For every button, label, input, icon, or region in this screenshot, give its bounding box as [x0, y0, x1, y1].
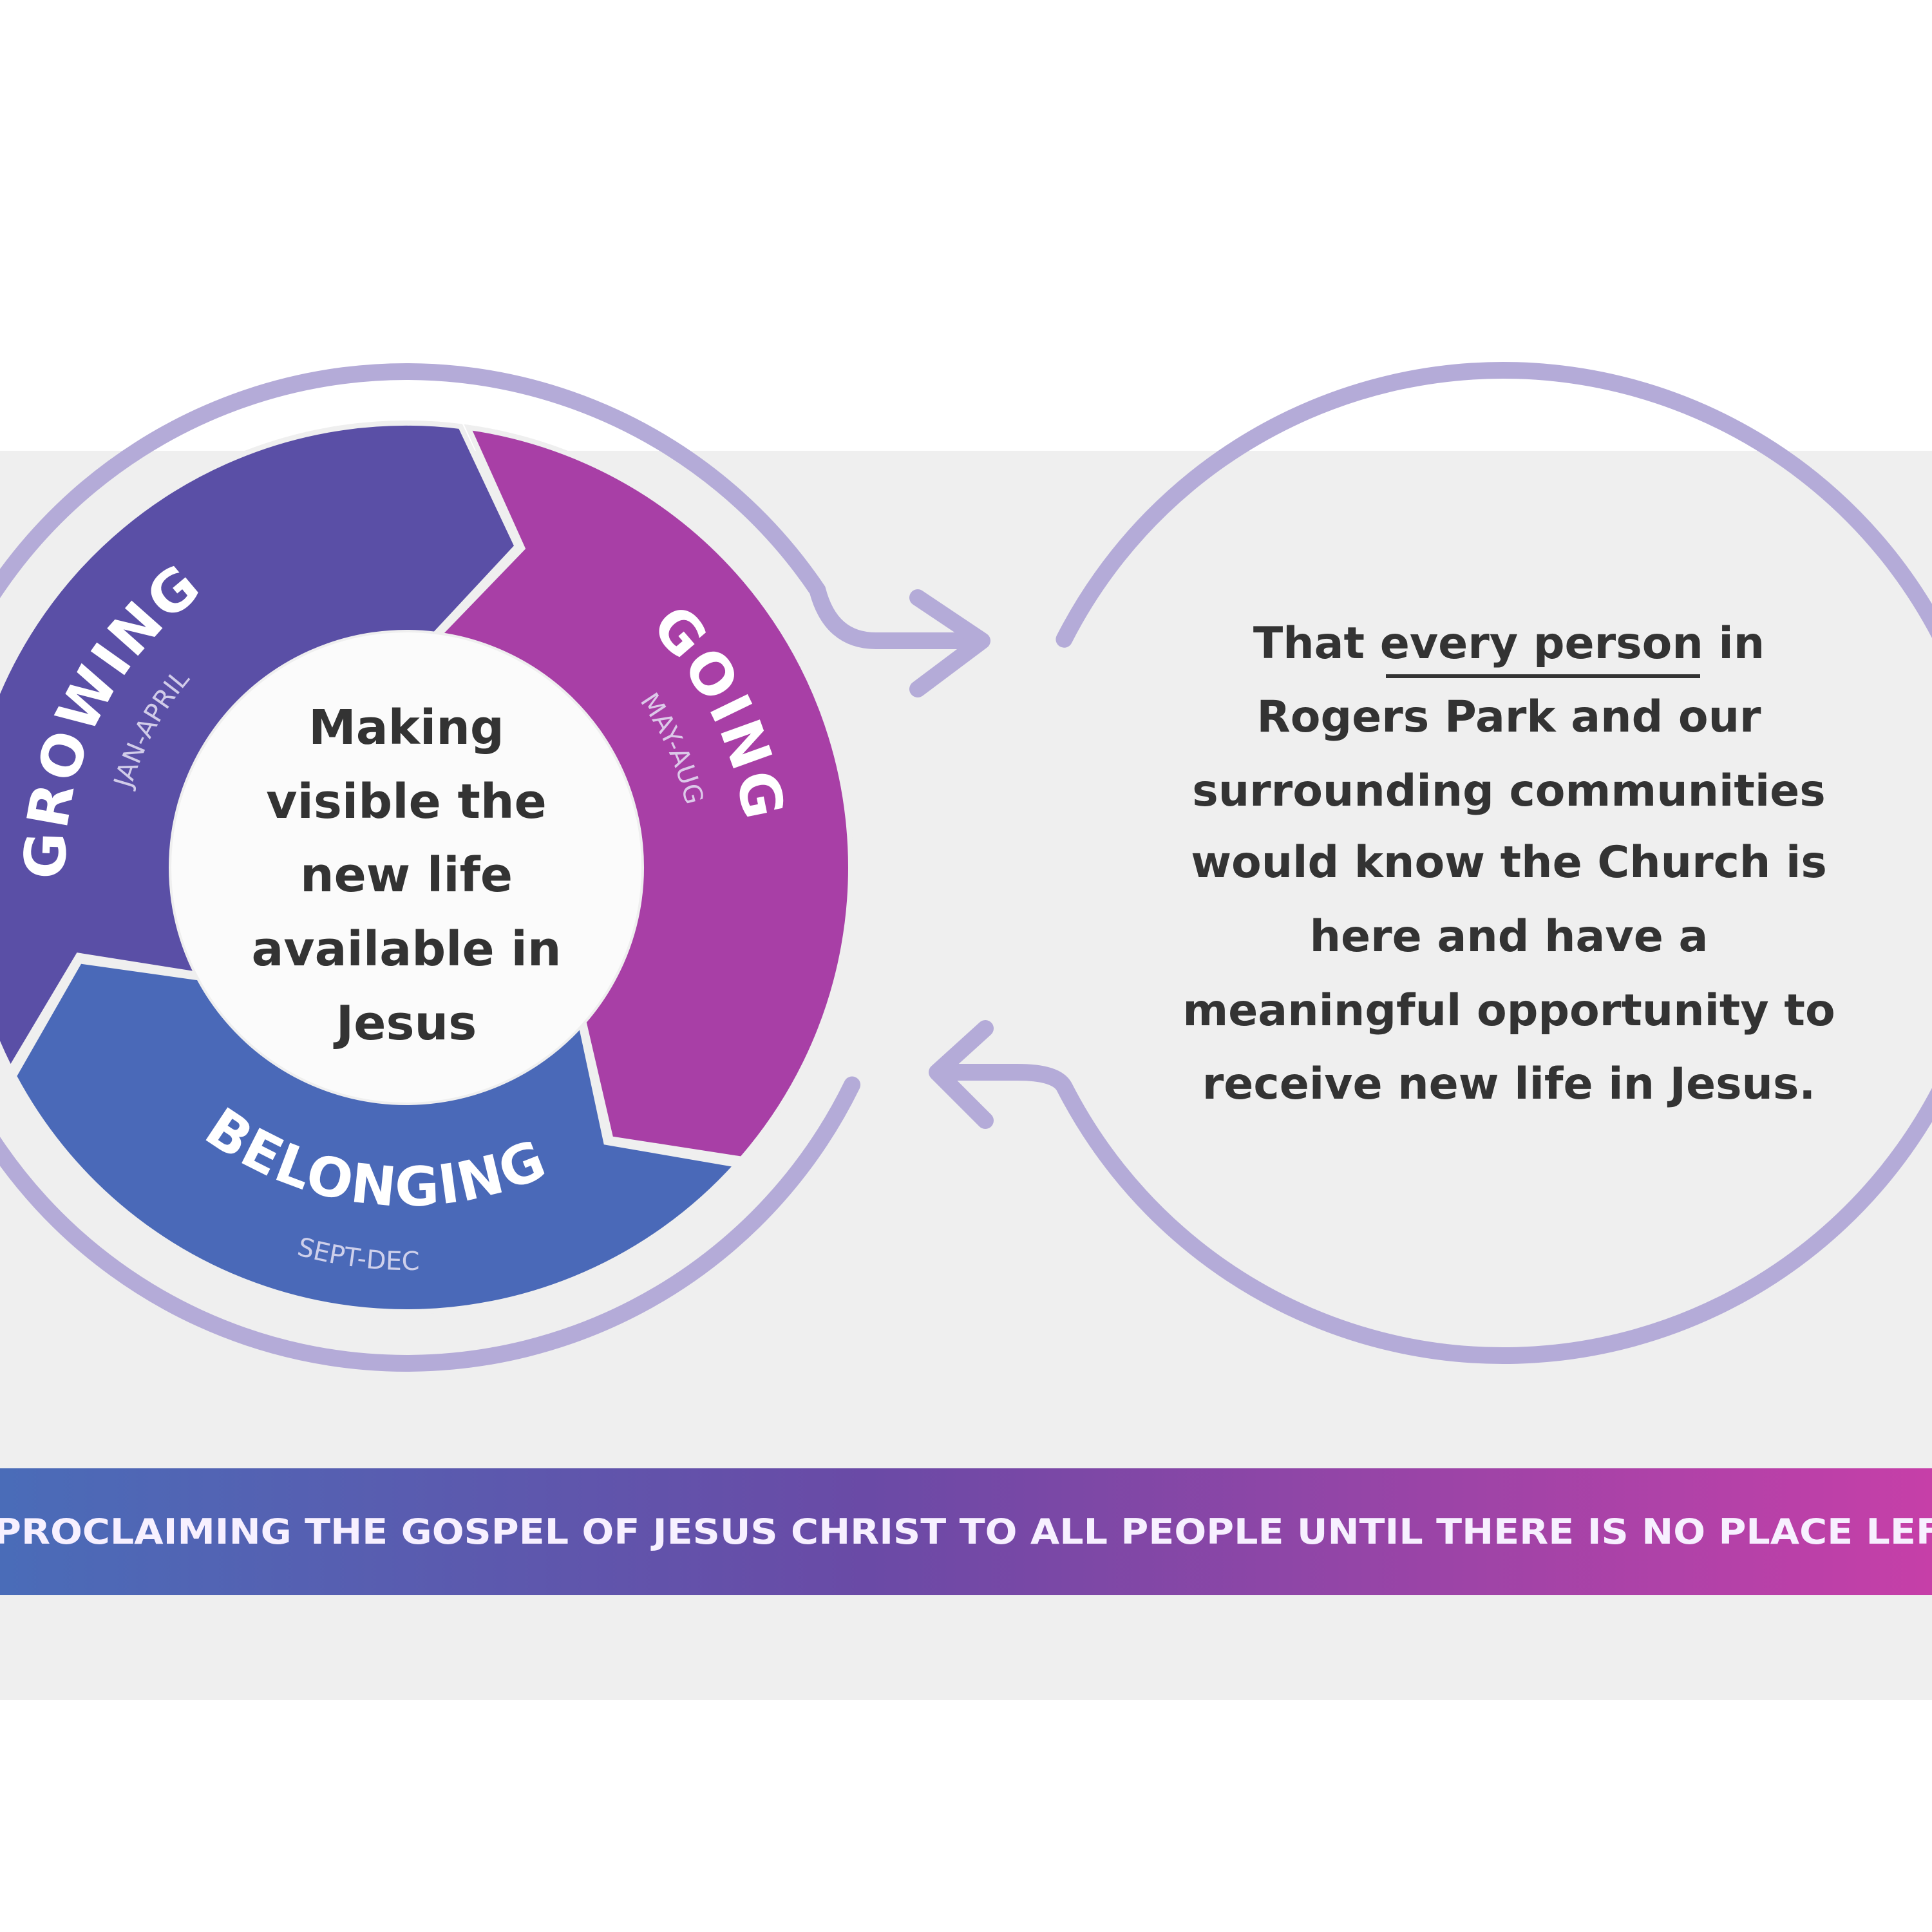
vision-line: That every person in [1253, 618, 1765, 669]
vision-statement: That every person in Rogers Park and our… [1182, 618, 1835, 1110]
banner-text: PROCLAIMING THE GOSPEL OF JESUS CHRIST T… [0, 1511, 1932, 1552]
vision-line: receive new life in Jesus. [1202, 1059, 1816, 1110]
right-vision-ring [932, 362, 1932, 1364]
underlined-phrase: every person [1380, 618, 1703, 669]
vision-line: would know the Church is [1191, 837, 1827, 888]
center-circle [171, 632, 641, 1103]
vision-line: meaningful opportunity to [1182, 985, 1835, 1036]
center-line: new life [300, 848, 513, 903]
arrow-right-icon [909, 589, 990, 697]
vision-line: Rogers Park and our [1256, 692, 1761, 743]
mission-banner [0, 1468, 1932, 1595]
center-line: available in [251, 922, 561, 977]
vision-line: surrounding communities [1192, 766, 1826, 817]
center-line: Jesus [333, 996, 477, 1051]
left-cycle-ring [0, 363, 987, 1372]
vision-line: here and have a [1310, 911, 1709, 962]
center-statement: Making visible the new life available in… [251, 700, 561, 1051]
arrow-left-icon [929, 1020, 994, 1129]
center-line: Making [308, 700, 504, 755]
center-line: visible the [266, 774, 547, 829]
